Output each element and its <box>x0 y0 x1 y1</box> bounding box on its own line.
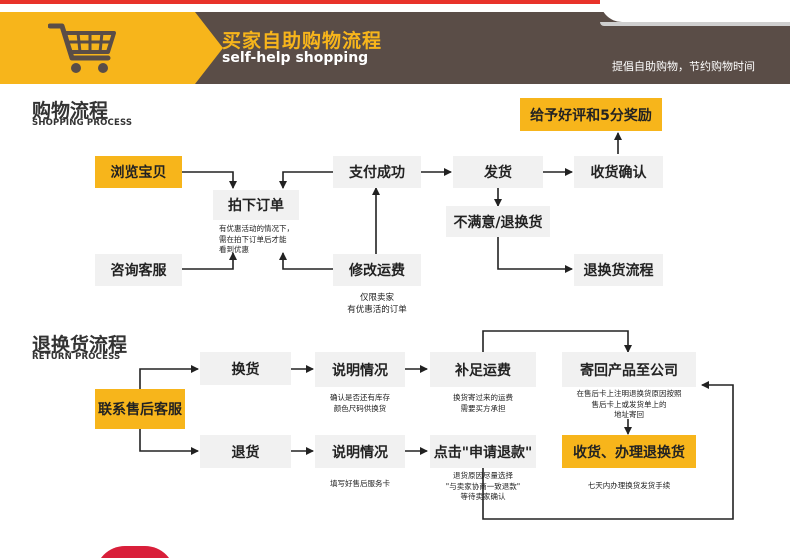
good-review-reward-box: 给予好评和5分奖励 <box>520 98 662 131</box>
shopping-cart-icon <box>48 23 116 73</box>
exchange-box: 换货 <box>200 352 291 385</box>
header-slogan: 提倡自助购物，节约购物时间 <box>612 60 755 73</box>
explain-exchange-box: 说明情况 <box>315 352 405 387</box>
shopping-section-title: 购物流程 <box>32 100 109 122</box>
send-back-box: 寄回产品至公司 <box>562 352 696 387</box>
receive-process-box: 收货、办理退换货 <box>562 435 696 468</box>
header-corner-shadow <box>600 22 790 26</box>
refund-box: 退货 <box>200 435 291 468</box>
return-section-title: 退换货流程 <box>32 334 128 356</box>
return-process-box: 退换货流程 <box>574 254 663 286</box>
ship-goods-box: 发货 <box>453 156 543 188</box>
apply-refund-note: 退货原因尽量选择 "与卖家协商一致退款" 等待卖家确认 <box>445 471 521 501</box>
send-back-note: 在售后卡上注明退换货原因按照 售后卡上或发货单上的 地址寄回 <box>576 389 682 419</box>
header-corner-decoration <box>600 0 790 22</box>
modify-shipping-note: 仅限卖家 有优惠活的订单 <box>347 293 407 315</box>
explain-exchange-note: 确认是否还有库存 颜色尺码供换货 <box>330 393 390 413</box>
header-arrow <box>195 12 223 84</box>
place-order-box: 拍下订单 <box>213 190 299 220</box>
header-logo-block <box>0 12 195 84</box>
consult-service-box: 咨询客服 <box>95 254 182 286</box>
confirm-receipt-box: 收货确认 <box>574 156 663 188</box>
explain-refund-note: 填写好售后服务卡 <box>330 479 390 488</box>
browse-items-box: 浏览宝贝 <box>95 156 182 188</box>
topup-shipping-note: 换货寄过来的运费 需要买方承担 <box>453 393 513 413</box>
explain-refund-box: 说明情况 <box>315 435 405 468</box>
bottom-decoration <box>95 546 175 558</box>
apply-refund-box: 点击"申请退款" <box>430 435 536 468</box>
topup-shipping-box: 补足运费 <box>430 352 536 387</box>
header-title: 买家自助购物流程 <box>222 30 383 52</box>
receive-process-note: 七天内办理换货发货手续 <box>587 481 671 490</box>
modify-shipping-box: 修改运费 <box>333 254 421 286</box>
shopping-section-title-en: SHOPPING PROCESS <box>32 118 133 128</box>
return-section-title-en: RETURN PROCESS <box>32 352 121 362</box>
contact-aftersales-box: 联系售后客服 <box>95 389 185 429</box>
unsatisfied-return-box: 不满意/退换货 <box>446 206 550 237</box>
header-subtitle: self-help shopping <box>222 50 369 66</box>
top-accent-bar <box>0 0 600 4</box>
payment-success-box: 支付成功 <box>333 156 421 188</box>
place-order-note: 有优惠活动的情况下， 需在拍下订单后才能 看到优惠 <box>219 224 294 254</box>
